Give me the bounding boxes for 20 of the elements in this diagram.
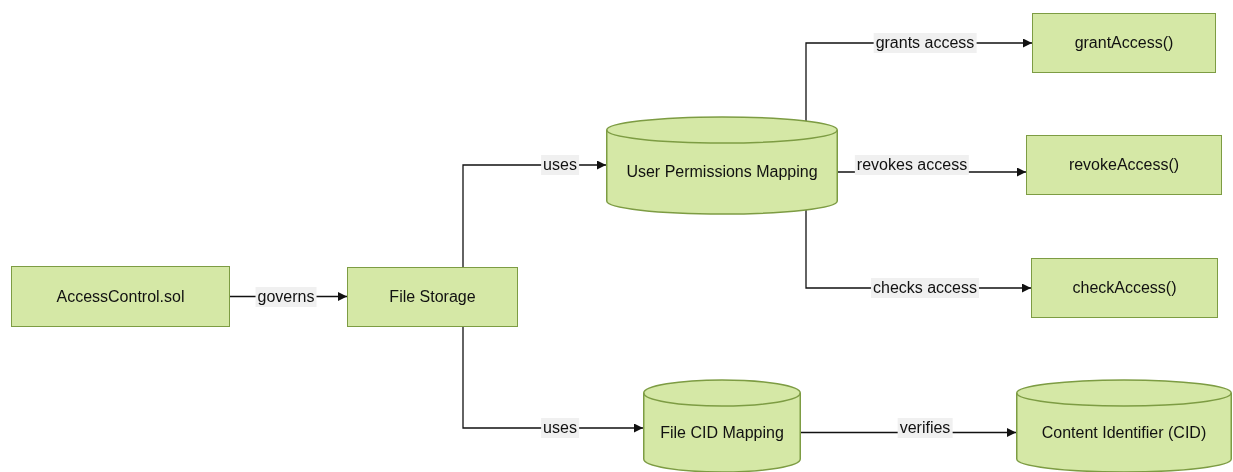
node-label: Content Identifier (CID) [1040, 422, 1208, 443]
edge-label: checks access [871, 278, 979, 298]
node-label: File CID Mapping [659, 422, 785, 443]
edge-label: uses [541, 418, 579, 438]
edge-label: governs [255, 287, 317, 307]
node-label: File Storage [389, 287, 476, 307]
process-box [1026, 135, 1222, 195]
node-label: grantAccess() [1074, 33, 1174, 53]
edge-label: verifies [897, 418, 953, 438]
process-box [11, 266, 230, 327]
node-label: checkAccess() [1072, 278, 1177, 298]
edge-label: uses [541, 155, 579, 175]
node-label: AccessControl.sol [56, 286, 185, 307]
node-label: User Permissions Mapping [625, 162, 819, 182]
edge-label: revokes access [854, 155, 970, 175]
process-box [1031, 258, 1218, 318]
node-label: revokeAccess() [1068, 155, 1180, 175]
process-box [347, 267, 518, 327]
process-box [1032, 13, 1216, 73]
edge-label: grants access [873, 33, 977, 53]
